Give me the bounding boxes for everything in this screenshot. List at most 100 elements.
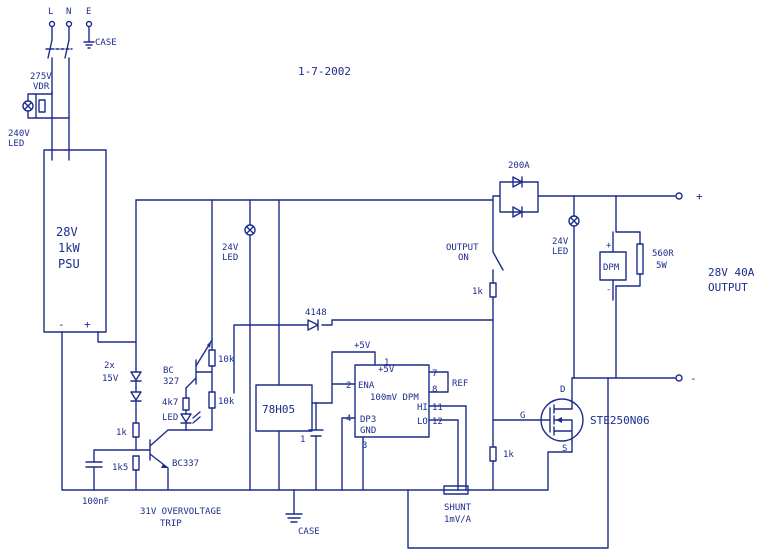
- led-left-label: LED: [222, 253, 238, 263]
- shunt: SHUNT 1mV/A: [443, 485, 472, 525]
- case-ground-symbol: [285, 489, 303, 523]
- dpm-lo: LO: [417, 417, 428, 427]
- bc327-label-a: BC: [163, 366, 174, 376]
- psu-minus: -: [58, 318, 65, 331]
- mosfet-label: STE250N06: [590, 414, 650, 427]
- dpm-chip-5v: +5V: [378, 365, 395, 375]
- res-1k-top: [489, 282, 497, 298]
- output-spec-line1: 28V 40A: [708, 266, 755, 279]
- res-10k-bottom: [208, 391, 216, 409]
- bc337-label: BC337: [172, 459, 199, 469]
- vdr-symbol: [38, 99, 46, 113]
- pin-12: 12: [432, 417, 443, 427]
- psu-plus: +: [84, 318, 91, 331]
- minus-terminal-label: -: [690, 372, 697, 385]
- shunt-resistor: [443, 485, 469, 495]
- output-on-switch[interactable]: [492, 199, 504, 284]
- psu-power: 1kW: [58, 241, 80, 255]
- dpm-chip: +5V +5V 100mV DPM ENA DP3 GND REF HI LO …: [331, 341, 468, 491]
- source-label: S: [562, 444, 567, 454]
- trip-label-line1: 31V OVERVOLTAGE: [140, 507, 221, 517]
- mains-input: L N E CASE 275V VDR 240V LED: [8, 7, 117, 151]
- positive-rail: [135, 195, 676, 201]
- plus-terminal: [675, 192, 683, 200]
- overvoltage-trip: 4148 2x 15V 1k 1k5 100nF 10k 10k BC 327: [82, 199, 494, 529]
- mains-led-voltage: 240V: [8, 129, 30, 139]
- opto-led-label: LED: [162, 413, 178, 423]
- res-10k-top: [208, 349, 216, 367]
- res-10k-bottom-label: 10k: [218, 397, 235, 407]
- res-4k7-label: 4k7: [162, 398, 178, 408]
- dpm-ena: ENA: [358, 381, 375, 391]
- shunt-label-2: 1mV/A: [444, 515, 472, 525]
- cap-1-label: 1: [300, 435, 305, 445]
- res-5w-label: 5W: [656, 261, 667, 271]
- trip-label-line2: TRIP: [160, 519, 182, 529]
- zener-1: [130, 371, 142, 382]
- dpm-plus: +: [606, 241, 612, 251]
- dpm-gnd: GND: [360, 426, 376, 436]
- vdr-label: VDR: [33, 82, 50, 92]
- vdr-rating: 275V: [30, 72, 52, 82]
- bc327-label-b: 327: [163, 377, 179, 387]
- psu-voltage: 28V: [56, 225, 78, 239]
- led-right-voltage: 24V: [552, 237, 569, 247]
- dpm-chip-title: 100mV DPM: [370, 393, 419, 403]
- res-560r-label: 560R: [652, 249, 674, 259]
- dpm-plus5v-top: +5V: [354, 341, 371, 351]
- psu-label: PSU: [58, 257, 80, 271]
- res-560r: [636, 243, 644, 275]
- dpm-chip-box: [354, 364, 430, 438]
- drain-label: D: [560, 385, 565, 395]
- pin-4: 4: [346, 414, 351, 424]
- diode-200a-top: [512, 176, 523, 188]
- res-4k7: [182, 397, 190, 411]
- opto-led: [180, 413, 192, 424]
- diode-4148-label: 4148: [305, 308, 327, 318]
- zener-2: [130, 391, 142, 402]
- case-top-label: CASE: [95, 38, 117, 48]
- pin-7: 7: [432, 369, 437, 379]
- pin-2: 2: [346, 381, 351, 391]
- mains-e-label: E: [86, 7, 91, 17]
- output-section: OUTPUT ON 1k 1k G 24V LED DPM + - 560R 5…: [407, 195, 755, 549]
- cap-100nf: [85, 449, 137, 491]
- res-1k-gate-label: 1k: [503, 450, 514, 460]
- res-1k5: [132, 455, 140, 471]
- reg-78h05-label: 78H05: [262, 403, 295, 416]
- led-right-label: LED: [552, 247, 568, 257]
- mains-n-label: N: [66, 7, 71, 17]
- output-spec-line2: OUTPUT: [708, 281, 748, 294]
- zener-voltage: 15V: [102, 374, 119, 384]
- res-1k-top-label: 1k: [472, 287, 483, 297]
- bc327-base: [195, 359, 213, 385]
- power-rails: + -: [61, 190, 703, 491]
- pin-8: 8: [432, 385, 437, 395]
- psu-block: 28V 1kW PSU - +: [43, 149, 107, 333]
- res-10k-top-label: 10k: [218, 355, 235, 365]
- shunt-label-1: SHUNT: [444, 503, 472, 513]
- dpm-box-label: DPM: [603, 263, 620, 273]
- switch-label-1: OUTPUT: [446, 243, 479, 253]
- res-1k-left-label: 1k: [116, 428, 127, 438]
- pin-1: 1: [384, 358, 389, 368]
- diode-200a-label: 200A: [508, 161, 530, 171]
- led-left-voltage: 24V: [222, 243, 239, 253]
- diode-4148: [307, 319, 319, 331]
- dpm-minus: -: [606, 285, 611, 295]
- dpm-dp3: DP3: [360, 415, 376, 425]
- dpm-ref: REF: [452, 379, 468, 389]
- mains-l-label: L: [48, 7, 53, 17]
- pin-11: 11: [432, 403, 443, 413]
- case-bottom-label: CASE: [298, 527, 320, 537]
- psu-box: [43, 149, 107, 333]
- switch-label-2: ON: [458, 253, 469, 263]
- mains-led-label: LED: [8, 139, 24, 149]
- gate-label: G: [520, 411, 525, 421]
- earth-symbol: [83, 26, 95, 49]
- minus-terminal: [675, 374, 683, 382]
- res-1k-gate: [489, 446, 497, 462]
- plus-terminal-label: +: [696, 190, 703, 203]
